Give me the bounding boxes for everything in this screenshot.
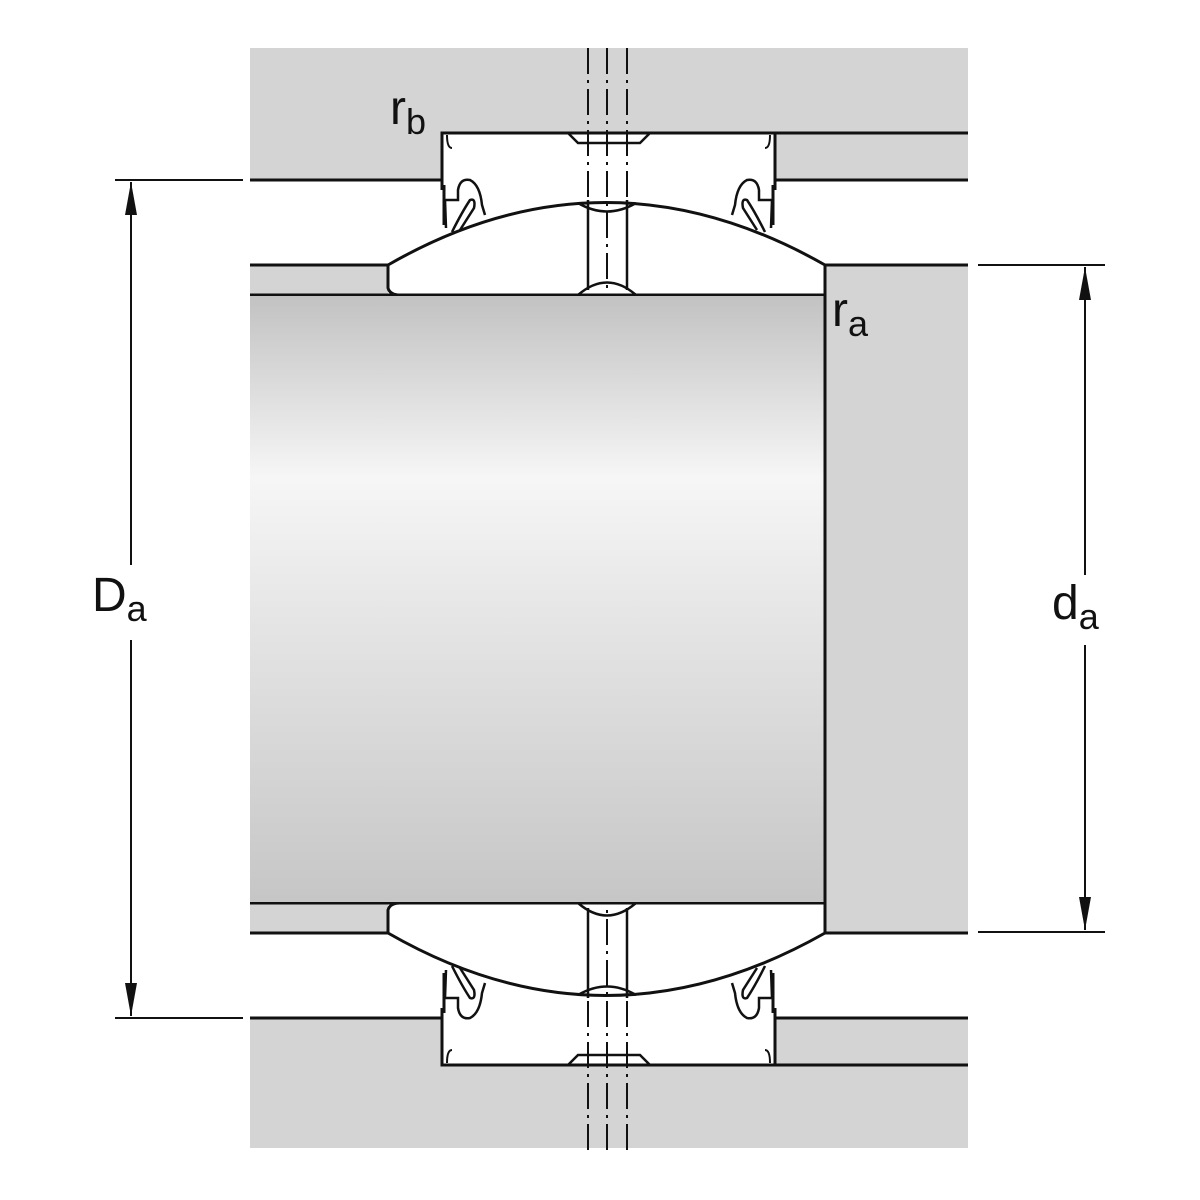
label-sub: a	[1078, 596, 1099, 637]
dimension-da	[978, 264, 1105, 933]
label-main: r	[832, 284, 848, 337]
label-Da: Da	[92, 572, 147, 627]
label-main: r	[390, 82, 406, 135]
shaft	[250, 296, 825, 902]
label-main: D	[92, 569, 127, 622]
label-rb: rb	[390, 85, 426, 140]
label-sub: b	[405, 101, 427, 142]
label-sub: a	[847, 303, 869, 344]
label-ra: ra	[832, 287, 868, 342]
label-da: da	[1052, 580, 1099, 635]
dimension-Da	[115, 179, 243, 1019]
label-main: d	[1052, 577, 1079, 630]
label-sub: a	[126, 588, 147, 629]
